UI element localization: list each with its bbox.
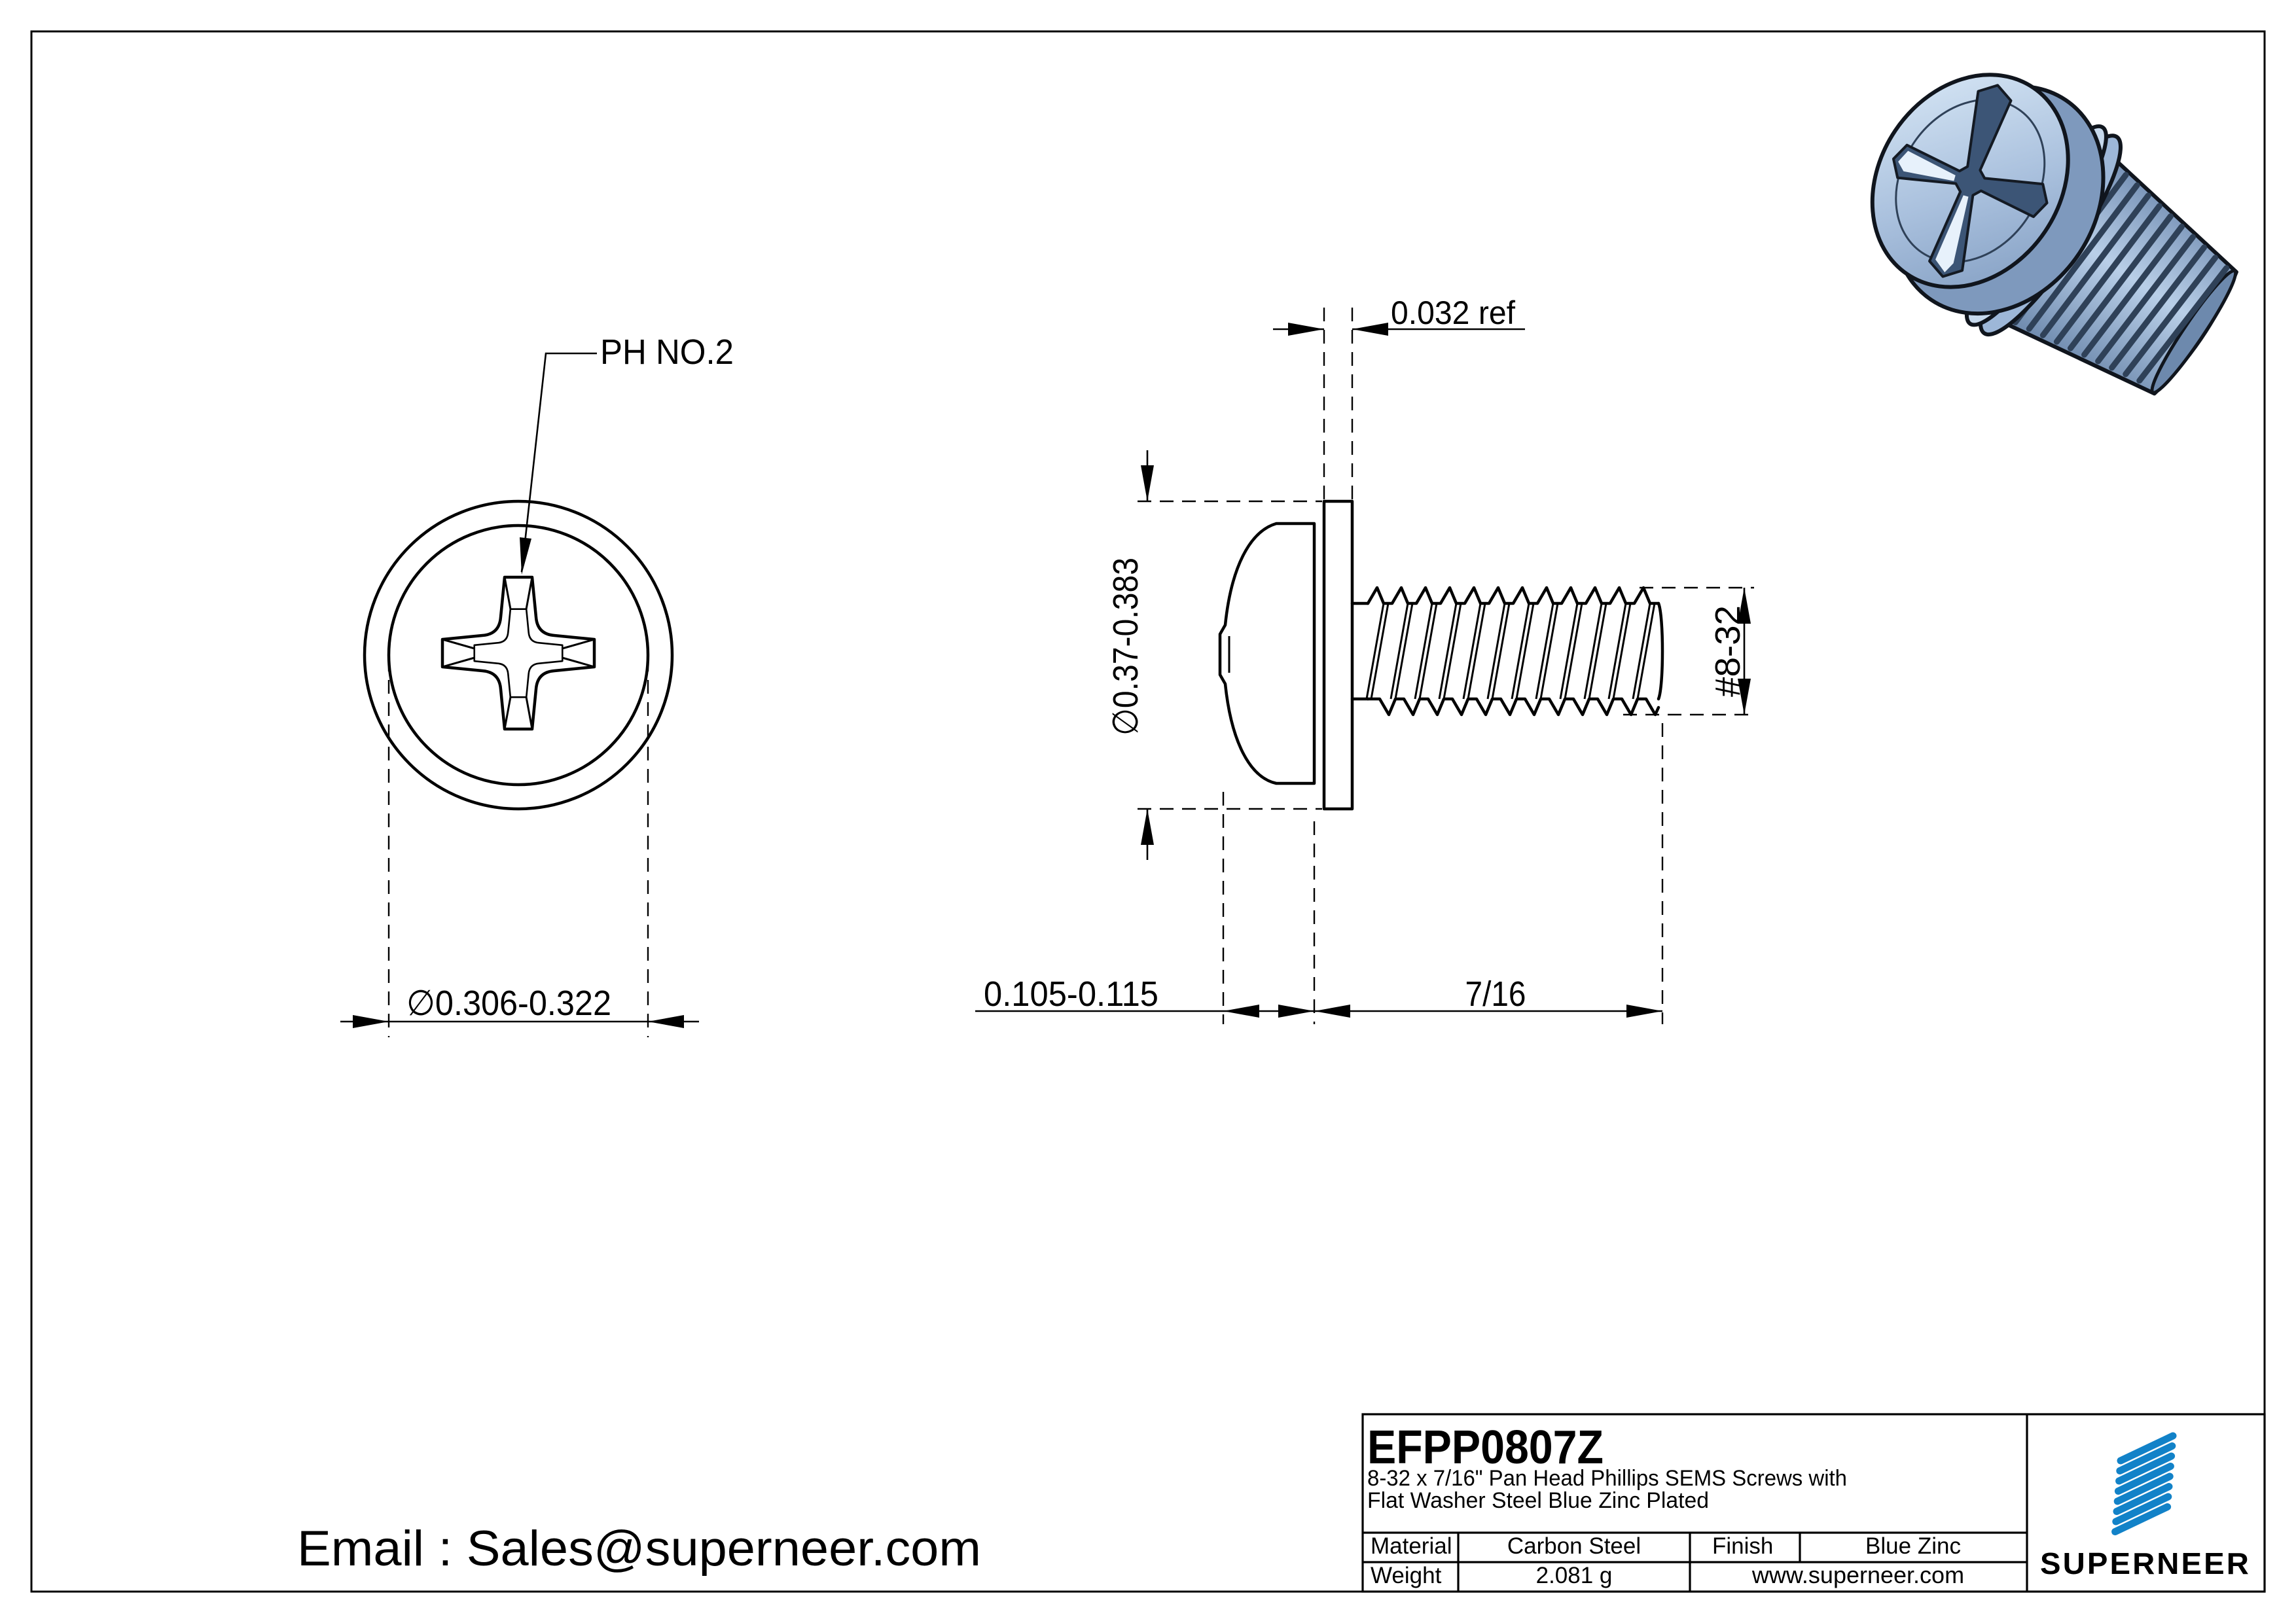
part-number: EFPP0807Z xyxy=(1367,1421,1604,1474)
ph-leader-line xyxy=(520,352,597,573)
head-outline-front xyxy=(387,524,650,787)
contact-email: Email : Sales@superneer.com xyxy=(297,1521,981,1577)
screw-3d-render xyxy=(1870,73,2238,396)
front-extension-lines xyxy=(387,658,649,1037)
superneer-logo-icon xyxy=(2111,1432,2177,1535)
side-view: 0.032 ref ∅0.37-0.383 #8-32 0.105-0.115 … xyxy=(975,294,1754,1024)
brand-name: SUPERNEER xyxy=(2040,1546,2251,1580)
phillips-cross-outline xyxy=(440,575,596,731)
washer-profile xyxy=(1322,499,1354,811)
material-value: Carbon Steel xyxy=(1507,1533,1641,1559)
phillips-recess-3d xyxy=(1892,84,2049,278)
weight-label: Weight xyxy=(1371,1563,1442,1588)
title-block-border xyxy=(1361,1413,2266,1593)
phillips-size-label: PH NO.2 xyxy=(600,332,734,372)
thread-spec-dim: #8-32 xyxy=(1708,605,1748,697)
head-diameter-dim: ∅0.306-0.322 xyxy=(406,984,611,1023)
website-link[interactable]: www.superneer.com xyxy=(1751,1561,1964,1588)
finish-value: Blue Zinc xyxy=(1865,1533,1961,1559)
material-label: Material xyxy=(1371,1533,1452,1559)
description-line-2: Flat Washer Steel Blue Zinc Plated xyxy=(1367,1488,1709,1513)
ph-leader-arrow xyxy=(520,537,531,575)
sheet-border xyxy=(30,30,2266,1593)
phillips-taper-lines xyxy=(442,577,595,730)
thread-length-dim: 7/16 xyxy=(1465,974,1526,1014)
washer-od-dim: ∅0.37-0.383 xyxy=(1106,558,1145,736)
title-block: EFPP0807Z 8-32 x 7/16" Pan Head Phillips… xyxy=(1361,1413,2266,1593)
thread-profile xyxy=(1365,586,1664,717)
head-profile xyxy=(1218,522,1316,785)
front-view: PH NO.2 ∅0.306-0.322 xyxy=(340,332,734,1037)
head-height-dim: 0.105-0.115 xyxy=(984,974,1158,1014)
washer-outline-front xyxy=(363,499,674,811)
finish-label: Finish xyxy=(1712,1533,1773,1559)
description-line-1: 8-32 x 7/16" Pan Head Phillips SEMS Scre… xyxy=(1367,1466,1847,1491)
washer-thickness-dim: 0.032 ref xyxy=(1391,294,1515,331)
thread-end xyxy=(1657,601,1664,701)
phillips-cross-inner xyxy=(473,608,564,698)
weight-value: 2.081 g xyxy=(1536,1563,1613,1588)
shank-lines xyxy=(1350,601,1370,701)
